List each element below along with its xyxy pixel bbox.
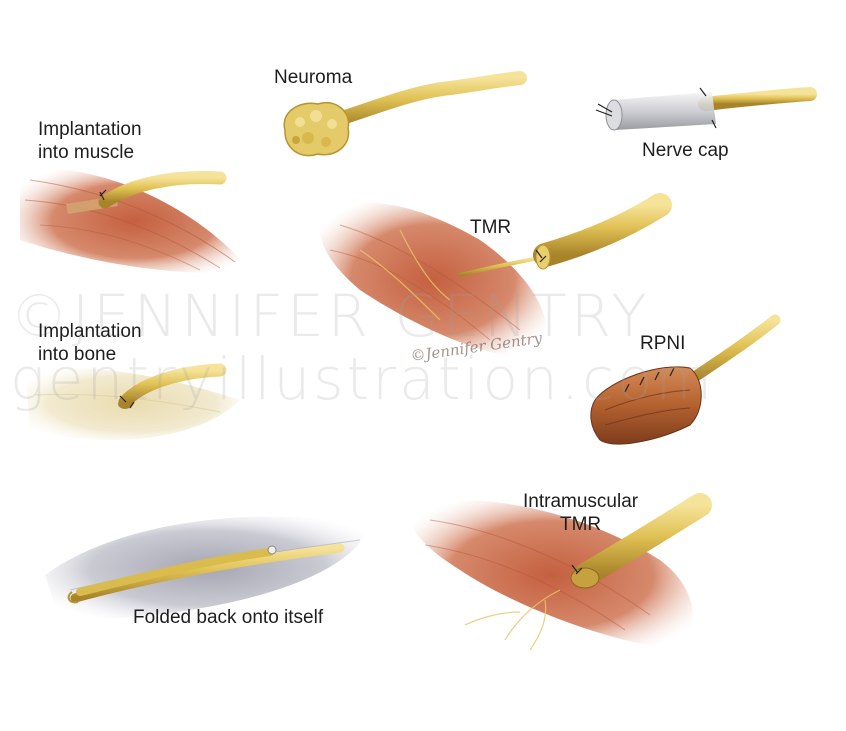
label-rpni: RPNI [640, 333, 686, 354]
tmr-panel [319, 193, 672, 357]
label-nerve-cap: Nerve cap [642, 140, 729, 161]
label-tmr: TMR [470, 217, 512, 238]
neuroma-panel [283, 71, 527, 157]
label-implantation-into-bone: Implantation into bone [38, 321, 142, 365]
label-intramuscular-tmr: Intramuscular TMR [523, 491, 639, 535]
label-implantation-into-muscle: Implantation into muscle [38, 119, 142, 163]
folded-panel [45, 516, 370, 620]
intramuscular-tmr-panel [409, 493, 712, 651]
implant-bone-panel [25, 363, 240, 440]
label-folded-back: Folded back onto itself [133, 607, 324, 628]
rpni-panel [590, 314, 781, 445]
label-neuroma: Neuroma [274, 67, 353, 88]
implant-muscle-panel [20, 168, 250, 273]
nerve-cap-panel [595, 87, 817, 131]
